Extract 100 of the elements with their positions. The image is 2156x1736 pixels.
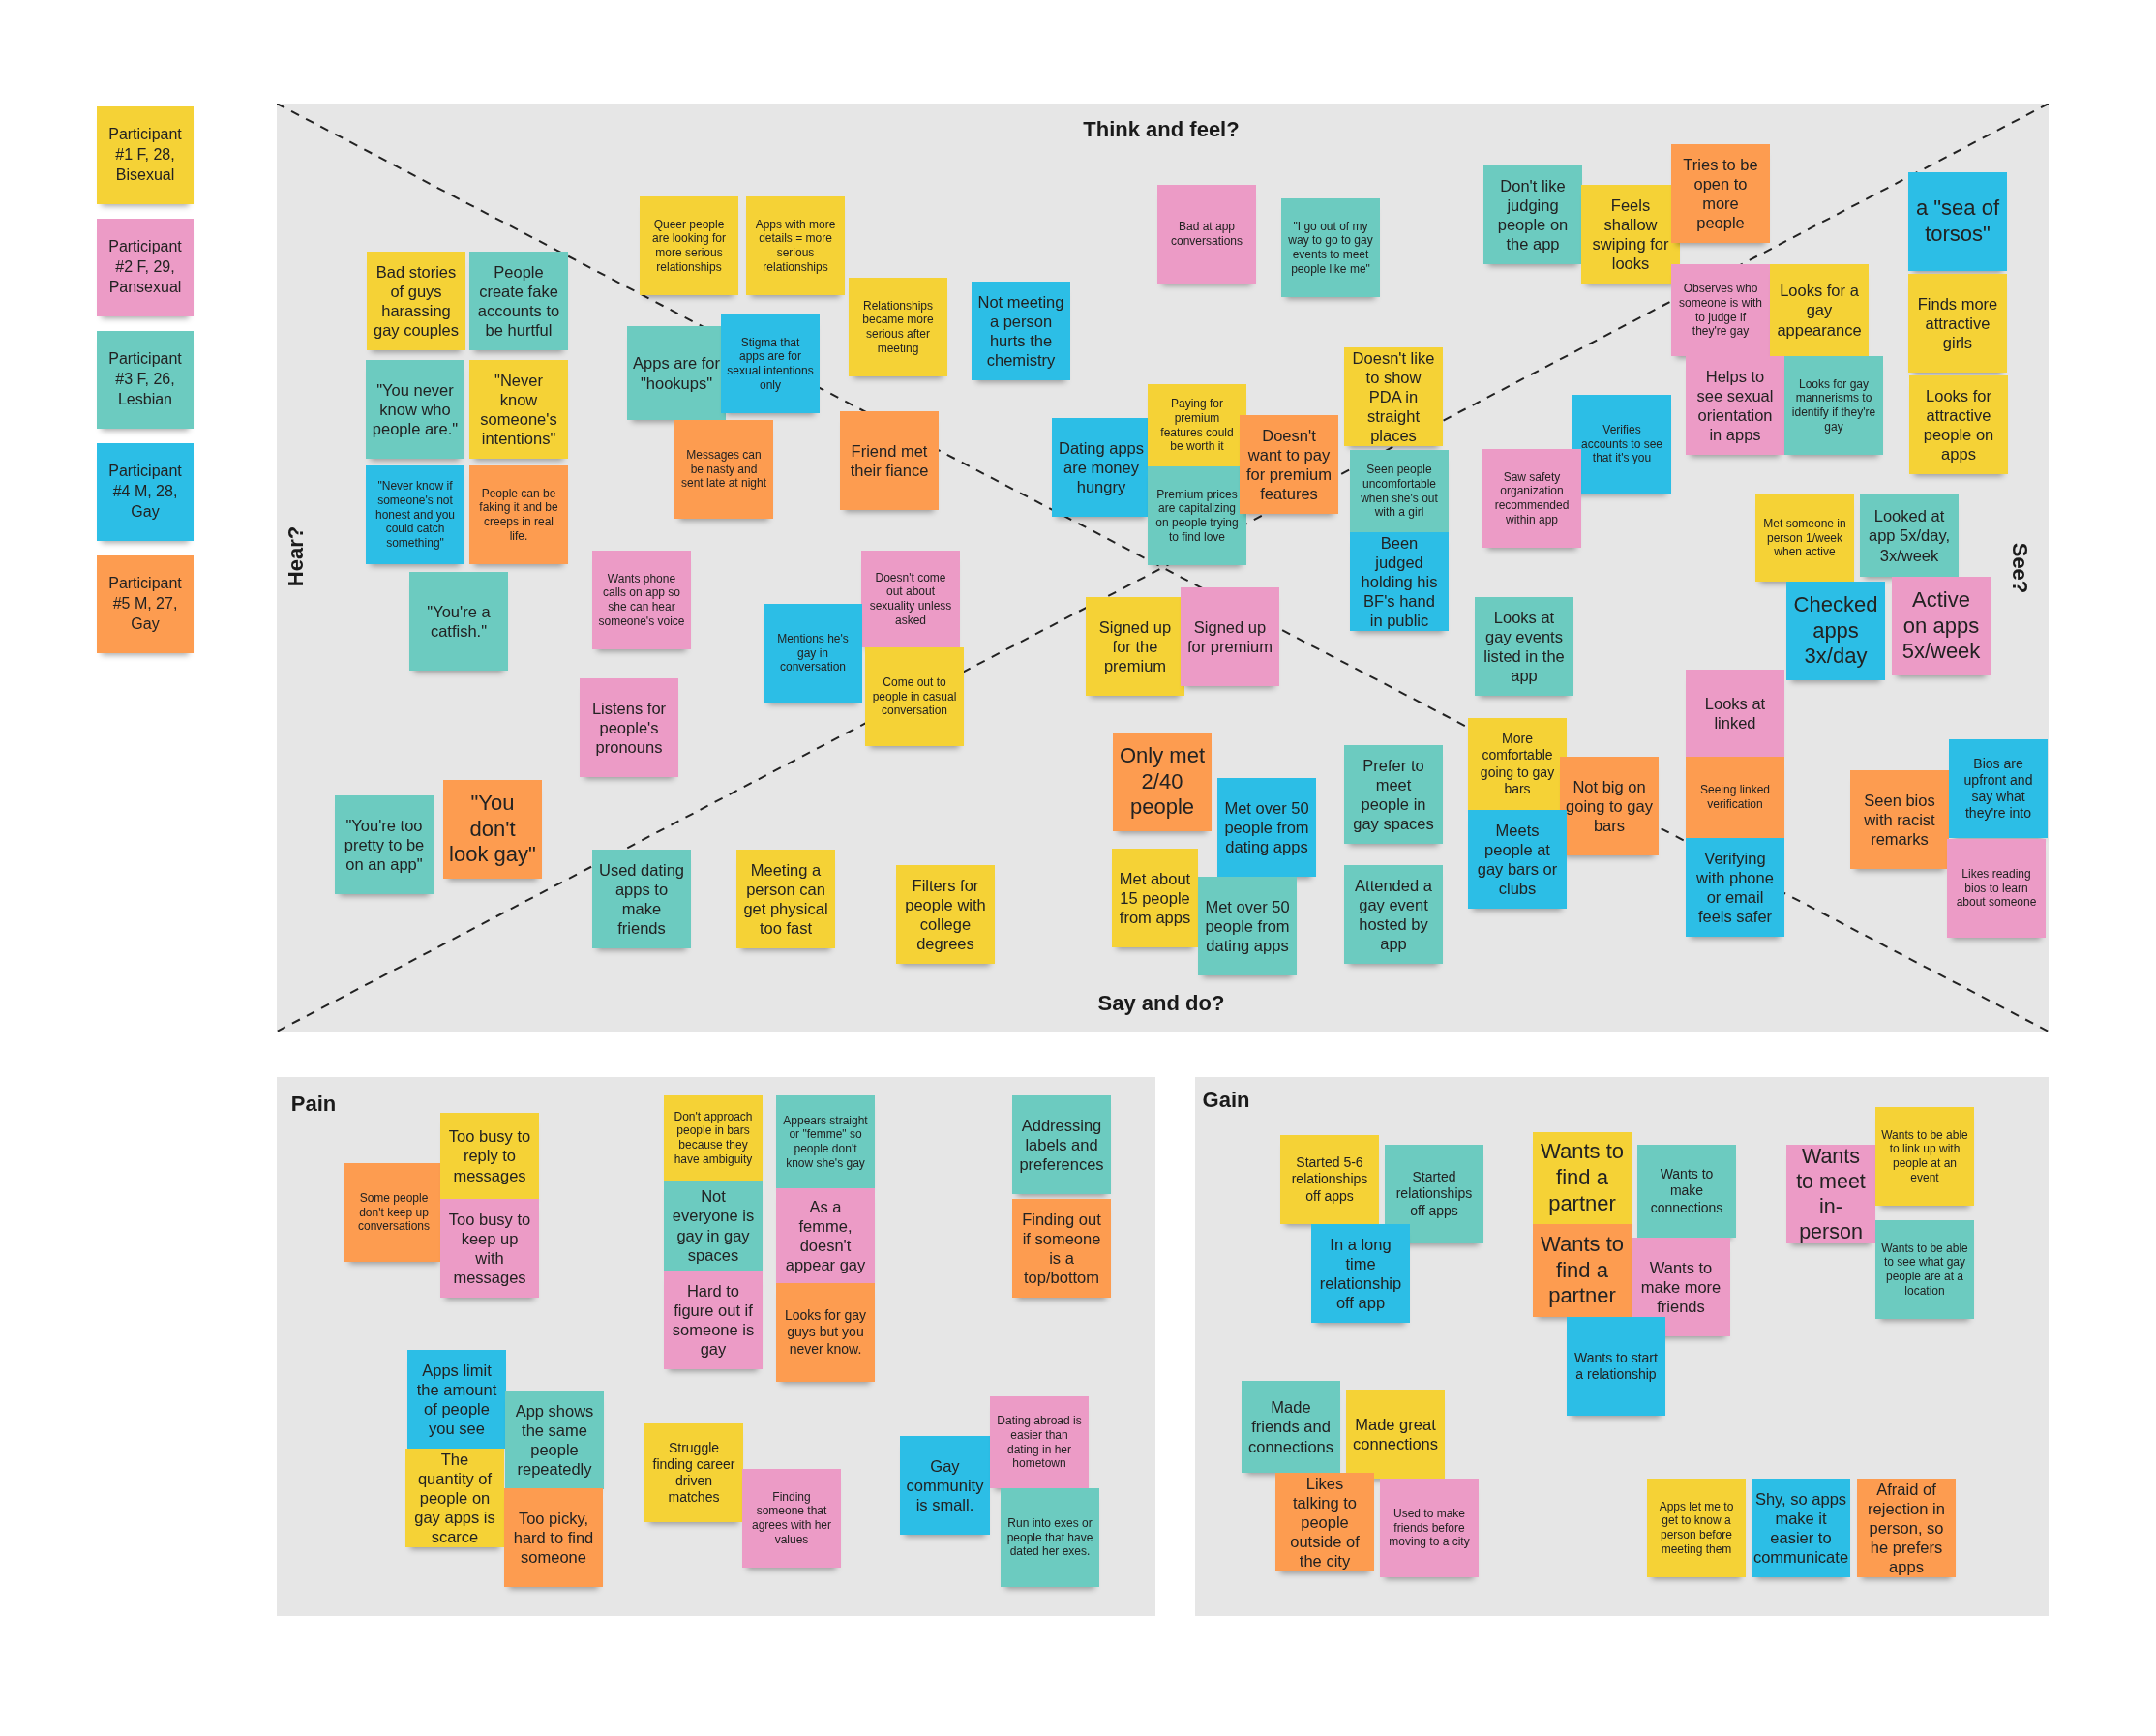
sticky-note: Apps with more details = more serious relationships <box>746 196 845 295</box>
sticky-note: Looked at app 5x/day, 3x/week <box>1860 494 1959 577</box>
sticky-note: Observes who someone is with to judge if they're gay <box>1671 264 1770 356</box>
sticky-note: "You never know who people are." <box>366 360 464 459</box>
sticky-note: Bios are upfront and say what they're into <box>1949 739 2048 838</box>
sticky-note: Struggle finding career driven matches <box>644 1423 743 1522</box>
sticky-note: Not everyone is gay in gay spaces <box>664 1181 763 1271</box>
sticky-note: Wants to be able to link up with people at an event <box>1875 1107 1974 1206</box>
sticky-note: Likes talking to people outside of the city <box>1275 1473 1374 1571</box>
sticky-note: Dating abroad is easier than dating in her hometown <box>990 1396 1089 1488</box>
sticky-note: Tries to be open to more people <box>1671 144 1770 243</box>
sticky-note: Some people don't keep up conversations <box>344 1163 443 1262</box>
sticky-note: Filters for people with college degrees <box>896 865 995 964</box>
sticky-note: More comfortable going to gay bars <box>1468 718 1567 810</box>
sticky-note: Helps to see sexual orientation in apps <box>1686 356 1784 455</box>
sticky-note: "Never know if someone's not honest and you could catch something" <box>366 465 464 564</box>
sticky-note: Bad stories of guys harassing gay couples <box>367 252 465 350</box>
sticky-note: Only met 2/40 people <box>1113 733 1212 831</box>
sticky-note: Wants to start a relationship <box>1567 1317 1665 1416</box>
sticky-note: Looks at linked <box>1686 670 1784 757</box>
sticky-note: Finds more attractive girls <box>1908 274 2007 373</box>
sticky-note: "You're too pretty to be on an app" <box>335 795 434 894</box>
sticky-note: Hard to figure out if someone is gay <box>664 1271 763 1369</box>
empathy-map-panel <box>277 104 2049 1032</box>
section-panel <box>277 1077 1155 1616</box>
sticky-note: Doesn't like to show PDA in straight places <box>1344 347 1443 446</box>
sticky-note: Apps are for "hookups" <box>627 326 726 420</box>
sticky-note: Too busy to reply to messages <box>440 1113 539 1199</box>
sticky-note: Signed up for the premium <box>1086 597 1184 696</box>
sticky-note: Looks for gay mannerisms to identify if they're gay <box>1784 356 1883 455</box>
sticky-note: Shy, so apps make it easier to communicate <box>1752 1479 1850 1577</box>
quadrant-heading: Hear? <box>284 525 309 587</box>
sticky-note: App shows the same people repeatedly <box>505 1391 604 1489</box>
section-panel <box>1195 1077 2049 1616</box>
sticky-note: "I go out of my way to go to gay events to meet people like me" <box>1281 198 1380 297</box>
sticky-note: Verifies accounts to see that it's you <box>1572 395 1671 494</box>
sticky-note: Looks at gay events listed in the app <box>1475 597 1573 696</box>
sticky-note: Finding someone that agrees with her values <box>742 1469 841 1568</box>
sticky-note: Saw safety organization recommended within app <box>1482 449 1581 548</box>
sticky-note: Wants to be able to see what gay people are at a location <box>1875 1220 1974 1319</box>
sticky-note: "You're a catfish." <box>409 572 508 671</box>
sticky-note: Wants to find a partner <box>1533 1224 1632 1317</box>
sticky-note: Appears straight or "femme" so people don't know she's gay <box>776 1095 875 1188</box>
sticky-note: Started 5-6 relationships off apps <box>1280 1135 1379 1224</box>
sticky-note: Attended a gay event hosted by app <box>1344 865 1443 964</box>
sticky-note: Not big on going to gay bars <box>1560 757 1659 855</box>
sticky-note: Wants phone calls on app so she can hear someone's voice <box>592 551 691 649</box>
sticky-note: Looks for gay guys but you never know. <box>776 1283 875 1382</box>
sticky-note: Listens for people's pronouns <box>580 678 678 777</box>
legend-note: Participant #5 M, 27, Gay <box>97 555 194 653</box>
sticky-note: Met over 50 people from dating apps <box>1198 877 1297 975</box>
sticky-note: Queer people are looking for more serious relationships <box>640 196 738 295</box>
sticky-note: Mentions he's gay in conversation <box>764 604 862 703</box>
sticky-note: Wants to find a partner <box>1533 1132 1632 1224</box>
sticky-note: Met about 15 people from apps <box>1112 849 1198 947</box>
sticky-note: Feels shallow swiping for looks <box>1581 185 1680 284</box>
sticky-note: Likes reading bios to learn about someone <box>1947 839 2046 938</box>
sticky-note: Checked apps 3x/day <box>1786 582 1885 680</box>
sticky-note: Too busy to keep up with messages <box>440 1199 539 1298</box>
sticky-note: Don't approach people in bars because they have ambiguity <box>664 1095 763 1181</box>
sticky-note: Wants to make more friends <box>1632 1238 1730 1336</box>
legend-note: Participant #1 F, 28, Bisexual <box>97 106 194 204</box>
sticky-note: Active on apps 5x/week <box>1892 577 1991 675</box>
sticky-note: People create fake accounts to be hurtful <box>469 252 568 350</box>
sticky-note: Bad at app conversations <box>1157 185 1256 284</box>
sticky-note: Made great connections <box>1346 1390 1445 1479</box>
sticky-note: Meeting a person can get physical too fast <box>736 850 835 948</box>
sticky-note: Used dating apps to make friends <box>592 850 691 948</box>
sticky-note: Seeing linked verification <box>1686 757 1784 838</box>
section-heading: Pain <box>290 1092 337 1117</box>
sticky-note: "You don't look gay" <box>443 780 542 879</box>
sticky-note: Verifying with phone or email feels safer <box>1686 838 1784 937</box>
sticky-note: "Never know someone's intentions" <box>469 360 568 459</box>
legend-note: Participant #4 M, 28, Gay <box>97 443 194 541</box>
quadrant-heading: Say and do? <box>1097 991 1225 1016</box>
sticky-note: People can be faking it and be creeps in real life. <box>469 465 568 564</box>
sticky-note: Wants to meet in-person <box>1786 1145 1875 1243</box>
sticky-note: Messages can be nasty and sent late at night <box>674 420 773 519</box>
quadrant-heading: Think and feel? <box>1083 117 1240 142</box>
sticky-note: Doesn't want to pay for premium features <box>1240 415 1338 514</box>
sticky-note: Stigma that apps are for sexual intentions only <box>721 314 820 413</box>
sticky-note: Not meeting a person hurts the chemistry <box>972 282 1070 380</box>
sticky-note: Friend met their fiance <box>840 411 939 510</box>
sticky-note: Met someone in person 1/week when active <box>1755 494 1854 582</box>
sticky-note: Dating apps are money hungry <box>1052 418 1151 517</box>
sticky-note: Met over 50 people from dating apps <box>1217 778 1316 877</box>
sticky-note: Signed up for premium <box>1181 587 1279 686</box>
sticky-note: Meets people at gay bars or clubs <box>1468 810 1567 909</box>
legend-note: Participant #2 F, 29, Pansexual <box>97 219 194 316</box>
sticky-note: Addressing labels and preferences <box>1012 1095 1111 1194</box>
sticky-note: Been judged holding his BF's hand in public <box>1350 532 1449 631</box>
sticky-note: Made friends and connections <box>1242 1381 1340 1473</box>
sticky-note: Wants to make connections <box>1637 1145 1736 1238</box>
sticky-note: Paying for premium features could be worth it <box>1148 384 1246 466</box>
sticky-note: Premium prices are capitalizing on people trying to find love <box>1148 466 1246 565</box>
sticky-note: Afraid of rejection in person, so he prefers apps <box>1857 1479 1956 1577</box>
sticky-note: Come out to people in casual conversation <box>865 647 964 746</box>
sticky-note: Too picky, hard to find someone <box>504 1488 603 1587</box>
sticky-note: In a long time relationship off app <box>1311 1224 1410 1323</box>
sticky-note: Apps limit the amount of people you see <box>407 1350 506 1449</box>
